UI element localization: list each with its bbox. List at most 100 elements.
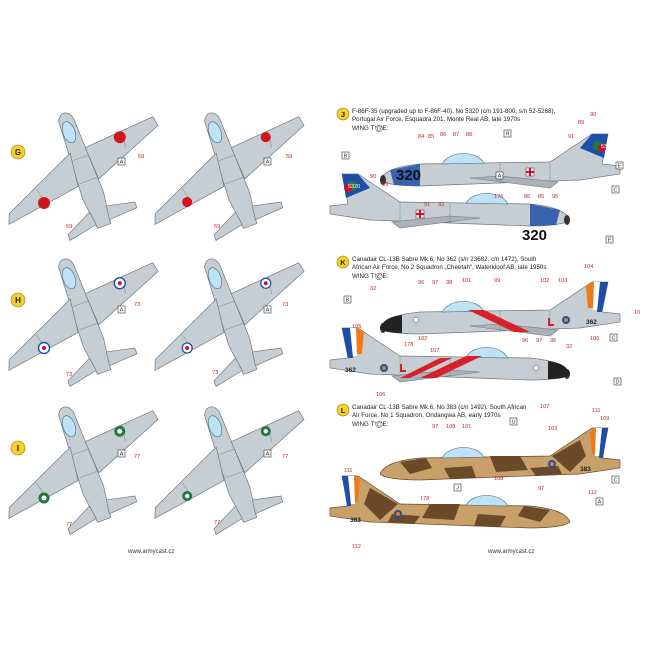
profile-caption-l-line2: Air Force, No 1 Squadron, Ondangwa AB, e… xyxy=(352,412,501,419)
marking-number: 97 xyxy=(538,486,544,492)
roundel-red xyxy=(260,132,271,143)
marking-number: 99 xyxy=(494,278,500,284)
box-marker-label: R xyxy=(505,132,509,138)
box-marker-label: U xyxy=(511,420,515,426)
marking-number: 178 xyxy=(420,496,429,502)
marking-number: 32 xyxy=(566,344,572,350)
marking-number: 105 xyxy=(352,324,361,330)
plan-view-i-bottom xyxy=(125,377,332,553)
marking-number: 85 xyxy=(538,194,544,200)
box-marker xyxy=(343,295,352,304)
marking-number: 108 xyxy=(494,476,503,482)
wing-type-value: C xyxy=(377,275,381,281)
marking-number: 86 xyxy=(440,132,446,138)
marking-number: 109 xyxy=(600,416,609,422)
box-marker-label: B xyxy=(344,154,348,160)
serial-number-k-bottom: 362 xyxy=(345,367,356,374)
box-marker-label: E xyxy=(618,164,622,170)
box-marker xyxy=(611,185,620,194)
profile-letter-g: G xyxy=(15,148,21,157)
marking-number: 73 xyxy=(282,302,288,308)
marking-number: 59 xyxy=(286,154,292,160)
roundel-red xyxy=(113,131,126,144)
box-marker xyxy=(117,157,126,166)
plan-view-h-top xyxy=(0,229,186,405)
profile-caption-k-line1: Canadair CL-13B Sabre Mk.6, No 362 (s/n … xyxy=(352,256,537,263)
box-marker-label: A xyxy=(598,500,602,506)
marking-number: 77 xyxy=(134,454,140,460)
box-marker-label: D xyxy=(615,380,619,386)
wing-type-value: D xyxy=(377,127,381,133)
wing-type-label: WING TYPE: xyxy=(352,421,389,428)
marking-number: 91 xyxy=(568,134,574,140)
box-marker-label: C xyxy=(611,336,615,342)
marking-number: 108 xyxy=(446,424,455,430)
serial-number-j-bottom: 320 xyxy=(522,227,547,244)
marking-number: 97 xyxy=(536,338,542,344)
serial-number-j-top: 320 xyxy=(396,167,421,184)
marking-number: 84 xyxy=(418,134,424,140)
box-marker xyxy=(341,151,350,160)
profile-badge-k xyxy=(336,255,350,269)
marking-number: 104 xyxy=(584,264,593,270)
profile-letter-i: I xyxy=(17,444,19,453)
marking-number: 91 xyxy=(424,202,430,208)
marking-number: 77 xyxy=(66,522,72,528)
marking-number: 59 xyxy=(66,224,72,230)
serial-number-l-top: 383 xyxy=(580,466,591,473)
box-marker-label: A xyxy=(120,452,124,458)
box-marker-label: A xyxy=(266,308,270,314)
marking-number: 111 xyxy=(592,408,601,414)
marking-number: 73 xyxy=(66,372,72,378)
marking-number: 101 xyxy=(462,424,471,430)
wing-type-label: WING TYPE: xyxy=(352,125,389,132)
marking-number: 101 xyxy=(462,278,471,284)
box-marker-label: B xyxy=(346,298,350,304)
profile-letter-k: K xyxy=(340,258,346,267)
plan-row-h: H 73 73 73 73 A A xyxy=(0,229,332,405)
marking-number: 106 xyxy=(376,392,385,398)
marking-number: 107 xyxy=(430,348,439,354)
profile-k: K Canadair CL-13B Sabre Mk.6, No 362 (s/… xyxy=(330,235,640,410)
profile-badge-h xyxy=(10,292,26,308)
marking-number: 10 xyxy=(634,310,640,316)
box-marker xyxy=(609,333,618,342)
marking-number: 90 xyxy=(370,174,376,180)
box-marker xyxy=(453,483,462,492)
plan-view-g-top xyxy=(0,83,186,259)
box-marker-label: A xyxy=(266,452,270,458)
serial-number-k-top: 362 xyxy=(586,319,597,326)
marking-number: 112 xyxy=(588,490,597,496)
box-marker xyxy=(615,161,624,170)
plan-row-g: G 59 59 59 59 A A xyxy=(0,83,332,259)
marking-number: 112 xyxy=(352,544,361,550)
box-marker-label: A xyxy=(120,160,124,166)
marking-number: 89 xyxy=(578,120,584,126)
box-marker-label: A xyxy=(498,174,502,180)
marking-number: 96 xyxy=(550,338,556,344)
tail-code-j-top: 5320 xyxy=(601,144,613,150)
marking-number: 107 xyxy=(540,404,549,410)
marking-number: 73 xyxy=(212,370,218,376)
profile-caption-j-line1: F-86F-35 (upgraded up to F-86F-40), No 5… xyxy=(352,108,556,115)
box-marker-label: C xyxy=(613,478,617,484)
serial-number-l-bottom: 383 xyxy=(350,517,361,524)
marking-number: 85 xyxy=(428,134,434,140)
box-marker xyxy=(503,129,512,138)
profile-letter-j: J xyxy=(341,110,345,119)
marking-number: 97 xyxy=(432,424,438,430)
marking-number: 103 xyxy=(548,426,557,432)
marking-number: 77 xyxy=(214,520,220,526)
profile-caption-k-line2: African Air Force, No 2 Squadron „Cheeta… xyxy=(352,264,546,271)
box-marker xyxy=(263,449,272,458)
marking-number: 102 xyxy=(540,278,549,284)
box-marker xyxy=(509,417,518,426)
marking-number: 59 xyxy=(138,154,144,160)
footer-url-left: www.armycast.cz xyxy=(127,549,174,555)
profile-badge-g xyxy=(10,144,26,160)
marking-number: 32 xyxy=(370,286,376,292)
plan-row-i: I 77 77 77 77 A A xyxy=(0,377,332,553)
marking-number: 77 xyxy=(282,454,288,460)
marking-number: 95 xyxy=(552,194,558,200)
